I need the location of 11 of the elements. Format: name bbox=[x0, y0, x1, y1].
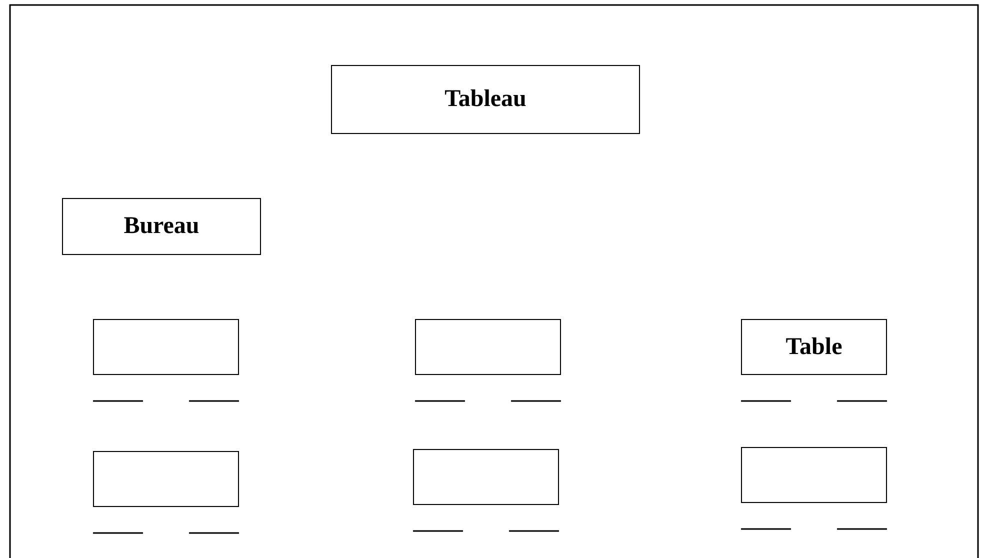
table-box bbox=[741, 319, 887, 375]
table-box bbox=[415, 319, 561, 375]
board-box bbox=[331, 65, 640, 134]
desk-box bbox=[62, 198, 261, 255]
table-label: Table bbox=[786, 334, 842, 360]
table-box bbox=[741, 447, 887, 503]
table-box bbox=[93, 319, 239, 375]
board-label: Tableau bbox=[444, 86, 526, 113]
table-box bbox=[93, 451, 239, 507]
table-box bbox=[413, 449, 559, 505]
desk-label: Bureau bbox=[124, 213, 200, 240]
